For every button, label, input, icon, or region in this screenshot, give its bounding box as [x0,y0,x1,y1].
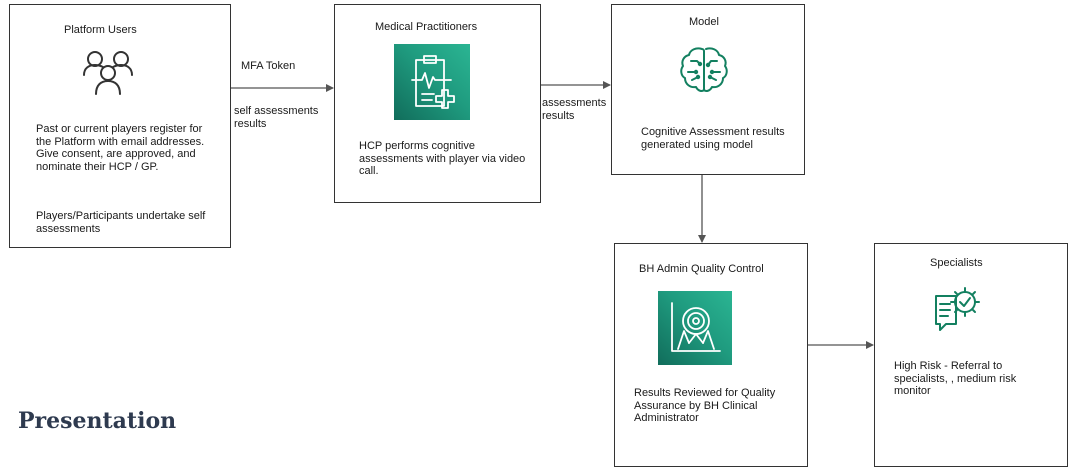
edge-label-assessments-results: assessments results [542,97,607,122]
medical-practitioners-description: HCP performs cognitive assessments with … [359,140,526,177]
specialist-review-icon [932,284,984,336]
model-description: Cognitive Assessment results generated u… [641,126,785,151]
edge-label-self-assessments-results: self assessments results [234,105,319,130]
platform-users-self-assessment-note: Players/Participants undertake self asse… [36,210,206,235]
specialists-description: High Risk - Referral to specialists, , m… [894,360,1017,397]
clipboard-health-icon [394,44,470,120]
edge-label-mfa-token: MFA Token [241,60,296,72]
section-heading: Presentation [18,408,177,434]
users-icon [81,49,135,99]
medical-practitioners-title: Medical Practitioners [375,21,478,33]
specialists-title: Specialists [930,257,983,269]
platform-users-description: Past or current players register for the… [36,123,205,173]
quality-analysis-icon [658,291,732,365]
platform-users-title: Platform Users [64,24,137,36]
medical-practitioners-box: Medical Practitioners HCP performs cogni… [334,4,541,203]
model-title: Model [689,16,719,28]
bh-admin-quality-control-title: BH Admin Quality Control [639,263,764,275]
model-box: Model Cognitive Assessment r [611,4,805,175]
bh-admin-quality-control-description: Results Reviewed for Quality Assurance b… [634,387,776,424]
specialists-box: Specialists High Risk - Referral to spec… [874,243,1068,467]
bh-admin-quality-control-box: BH Admin Quality Control Results Reviewe… [614,243,808,467]
brain-circuit-icon [678,45,730,95]
platform-users-box: Platform Users Past or current players r… [9,4,231,248]
